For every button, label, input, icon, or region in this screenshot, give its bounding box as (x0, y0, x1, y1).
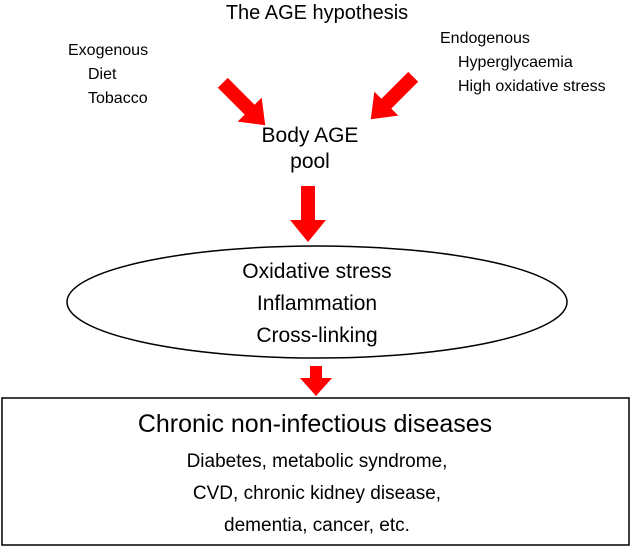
mechanism-item: Cross-linking (256, 324, 377, 347)
endogenous-item: Hyperglycaemia (458, 54, 573, 71)
mechanism-item: Inflammation (257, 292, 377, 315)
disease-line: dementia, cancer, etc. (224, 515, 410, 536)
endogenous-heading: Endogenous (440, 30, 530, 47)
disease-line: Diabetes, metabolic syndrome, (187, 451, 448, 472)
diseases-heading: Chronic non-infectious diseases (138, 410, 492, 438)
mechanisms-down-arrow (300, 366, 332, 396)
disease-line: CVD, chronic kidney disease, (193, 483, 441, 504)
exogenous-arrow (217, 77, 266, 126)
pool-label: Body AGE (262, 124, 359, 147)
mechanism-item: Oxidative stress (242, 260, 391, 283)
diseases-box (1, 397, 630, 546)
endogenous-arrow (370, 71, 419, 120)
pool-down-arrow (290, 186, 326, 242)
pool-label: pool (290, 150, 330, 173)
diagram-title: The AGE hypothesis (226, 2, 408, 24)
mechanisms-ellipse (66, 245, 568, 359)
exogenous-item: Tobacco (88, 90, 148, 107)
exogenous-heading: Exogenous (68, 42, 148, 59)
exogenous-item: Diet (88, 66, 117, 83)
endogenous-item: High oxidative stress (458, 78, 606, 95)
